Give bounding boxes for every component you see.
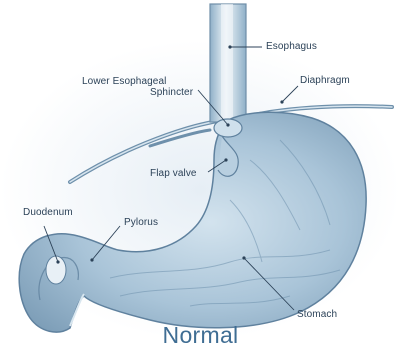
- label-les-line1: Lower Esophageal: [82, 76, 166, 87]
- label-pylorus: Pylorus: [124, 217, 158, 228]
- sphincter-shape: [214, 119, 242, 137]
- label-les-line2: Sphincter: [150, 87, 193, 98]
- diagram-title: Normal: [0, 322, 401, 349]
- label-flap-valve: Flap valve: [150, 168, 197, 179]
- label-stomach: Stomach: [297, 309, 337, 320]
- duodenum-shape: [46, 256, 66, 284]
- label-diaphragm: Diaphragm: [300, 75, 350, 86]
- label-esophagus: Esophagus: [266, 41, 317, 52]
- label-duodenum: Duodenum: [23, 207, 73, 218]
